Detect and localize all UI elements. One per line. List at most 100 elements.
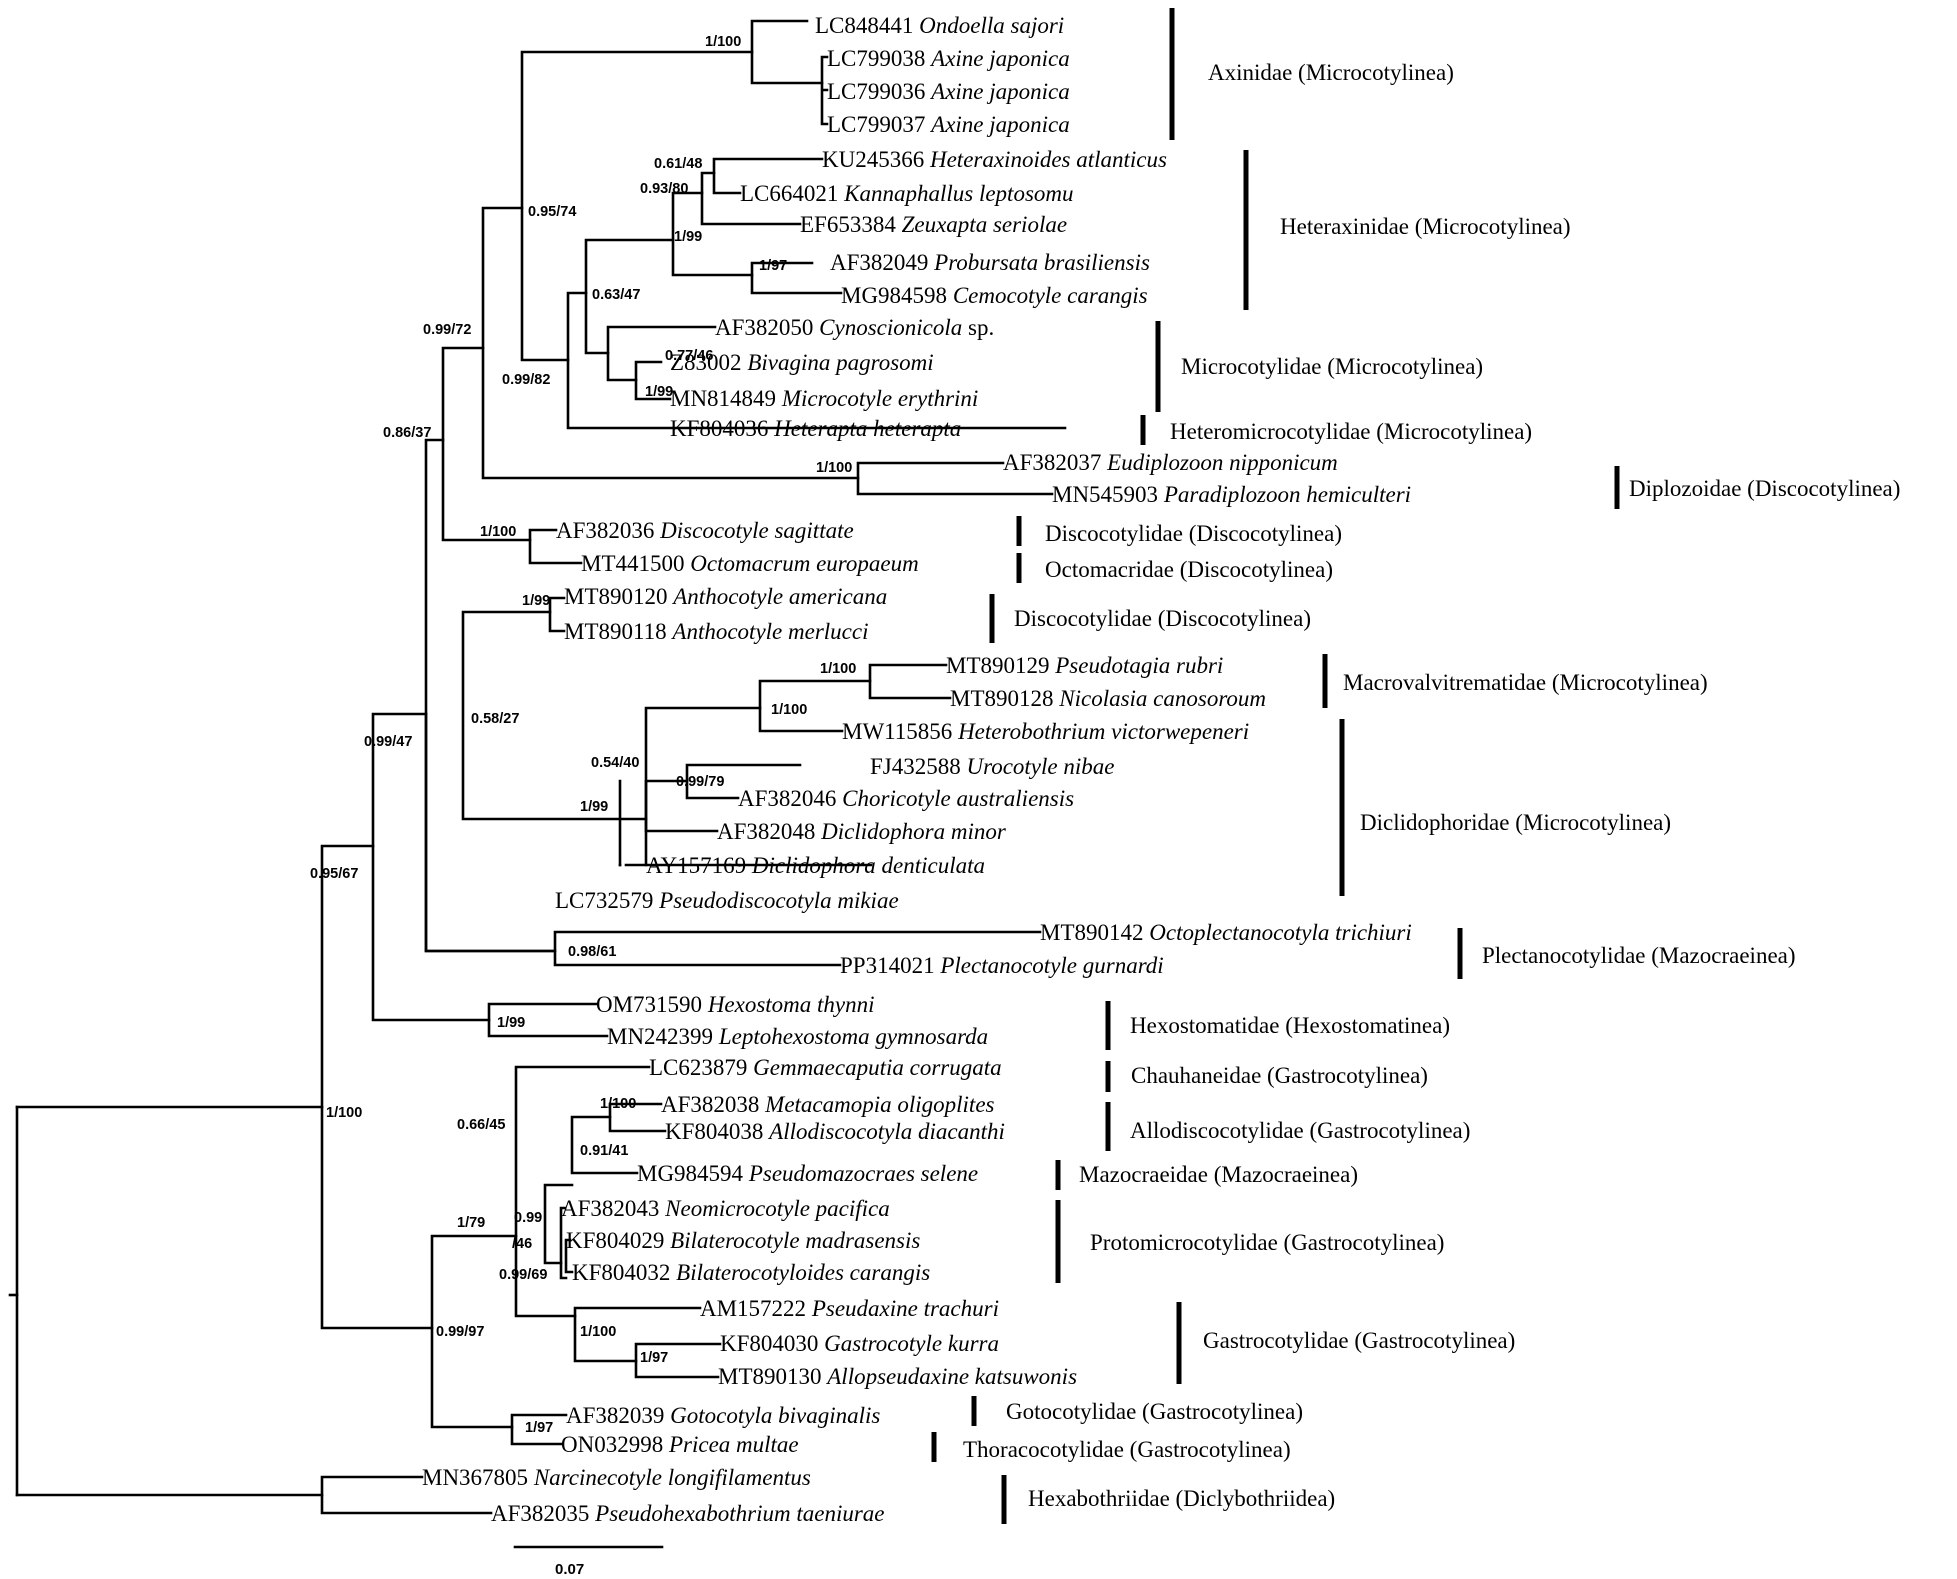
tip-text: AY157169 Diclidophora denticulata [646, 853, 985, 878]
tip-text: KF804038 Allodiscocotyla diacanthi [665, 1119, 1005, 1144]
tip-label: AF382043 Neomicrocotyle pacifica [561, 1196, 890, 1221]
node-support-label: 0.54/40 [591, 755, 639, 771]
tip-text: ON032998 Pricea multae [561, 1432, 799, 1457]
family-label: Hexabothriidae (Diclybothriidea) [1028, 1486, 1335, 1511]
node-support-label: 0.95/74 [528, 204, 576, 220]
tip-text: AF382049 Probursata brasiliensis [830, 250, 1150, 275]
species-name: Allopseudaxine katsuwonis [825, 1364, 1077, 1389]
tip-label: LC623879 Gemmaecaputia corrugata [649, 1055, 1002, 1080]
tip-label: AY157169 Diclidophora denticulata [646, 853, 985, 878]
tip-text: KU245366 Heteraxinoides atlanticus [822, 147, 1167, 172]
species-name: Hexostoma thynni [707, 992, 875, 1017]
tip-text: AF382050 Cynoscionicola sp. [715, 315, 994, 340]
tip-text: KF804032 Bilaterocotyloides carangis [572, 1260, 930, 1285]
node-support-label: 0.99/97 [436, 1324, 484, 1340]
species-name: Paradiplozoon hemiculteri [1163, 482, 1411, 507]
node-support-label: 0.99/72 [423, 322, 471, 338]
tip-text: MG984594 Pseudomazocraes selene [637, 1161, 978, 1186]
species-name: Leptohexostoma gymnosarda [718, 1024, 988, 1049]
family-label: Octomacridae (Discocotylinea) [1045, 557, 1333, 582]
accession-number: KF804038 [665, 1119, 769, 1144]
node-support-label: 0.91/41 [580, 1143, 628, 1159]
tip-text: AF382036 Discocotyle sagittate [556, 518, 854, 543]
family-label: Thoracocotylidae (Gastrocotylinea) [963, 1437, 1291, 1462]
tip-text: PP314021 Plectanocotyle gurnardi [840, 953, 1164, 978]
tip-text: LC799037 Axine japonica [827, 112, 1070, 137]
tip-text: MT890128 Nicolasia canosoroum [950, 686, 1266, 711]
species-name: Probursata brasiliensis [933, 250, 1150, 275]
family-labels: Axinidae (Microcotylinea)Heteraxinidae (… [963, 60, 1900, 1511]
accession-number: AY157169 [646, 853, 752, 878]
tip-text: LC799036 Axine japonica [827, 79, 1070, 104]
family-label: Microcotylidae (Microcotylinea) [1181, 354, 1483, 379]
accession-number: PP314021 [840, 953, 940, 978]
accession-number: AF382048 [717, 819, 821, 844]
node-support-label: 1/97 [759, 258, 787, 274]
family-label: Diplozoidae (Discocotylinea) [1629, 476, 1900, 501]
species-name: Cemocotyle carangis [953, 283, 1148, 308]
tip-text: AF382035 Pseudohexabothrium taeniurae [491, 1501, 885, 1526]
species-name: Octoplectanocotyla trichiuri [1149, 920, 1412, 945]
tip-label: LC799037 Axine japonica [827, 112, 1070, 137]
tip-text: MN367805 Narcinecotyle longifilamentus [422, 1465, 811, 1490]
tip-text: MT890130 Allopseudaxine katsuwonis [718, 1364, 1077, 1389]
tip-text: Z83002 Bivagina pagrosomi [670, 350, 934, 375]
tip-label: MT441500 Octomacrum europaeum [581, 551, 919, 576]
tip-text: AF382046 Choricotyle australiensis [738, 786, 1074, 811]
species-name: Allodiscocotyla diacanthi [767, 1119, 1005, 1144]
family-label: Allodiscocotylidae (Gastrocotylinea) [1130, 1118, 1470, 1143]
accession-number: OM731590 [596, 992, 708, 1017]
accession-number: AF382046 [738, 786, 842, 811]
tree-branches [8, 19, 1067, 1549]
accession-number: MN367805 [422, 1465, 534, 1490]
species-name: Pseudohexabothrium taeniurae [594, 1501, 884, 1526]
node-support-label: 0.77/46 [665, 348, 713, 364]
tip-text: AF382039 Gotocotyla bivaginalis [566, 1403, 880, 1428]
accession-number: LC799037 [827, 112, 931, 137]
tip-label: MT890120 Anthocotyle americana [564, 584, 887, 609]
species-name: Anthocotyle merlucci [670, 619, 868, 644]
tip-text: AF382048 Diclidophora minor [717, 819, 1007, 844]
tip-text: LC799038 Axine japonica [827, 46, 1070, 71]
species-name: Anthocotyle americana [671, 584, 887, 609]
tip-label: AF382049 Probursata brasiliensis [830, 250, 1150, 275]
accession-number: LC799036 [827, 79, 931, 104]
accession-number: AF382038 [661, 1092, 765, 1117]
species-name: Diclidophora minor [820, 819, 1007, 844]
tip-text: LC848441 Ondoella sajori [815, 13, 1064, 38]
tip-label: KU245366 Heteraxinoides atlanticus [822, 147, 1167, 172]
accession-number: AF382043 [561, 1196, 665, 1221]
tip-label: MT890142 Octoplectanocotyla trichiuri [1040, 920, 1412, 945]
node-support-label: 1/100 [771, 702, 807, 718]
tip-text: MN242399 Leptohexostoma gymnosarda [607, 1024, 988, 1049]
accession-number: AM157222 [700, 1296, 812, 1321]
tip-text: KF804030 Gastrocotyle kurra [720, 1331, 999, 1356]
species-name: Cynoscionicola [819, 315, 962, 340]
accession-number: AF382049 [830, 250, 934, 275]
accession-number: MT890120 [564, 584, 673, 609]
tip-label: MN814849 Microcotyle erythrini [670, 386, 978, 411]
species-name: Gastrocotyle kurra [824, 1331, 999, 1356]
tip-label: FJ432588 Urocotyle nibae [870, 754, 1114, 779]
accession-number: KF804029 [566, 1228, 670, 1253]
tip-label: AF382039 Gotocotyla bivaginalis [566, 1403, 880, 1428]
node-support-label: 0.66/45 [457, 1117, 505, 1133]
node-support-label: 1/100 [816, 460, 852, 476]
family-label: Chauhaneidae (Gastrocotylinea) [1131, 1063, 1428, 1088]
tip-text: LC623879 Gemmaecaputia corrugata [649, 1055, 1002, 1080]
tip-label: KF804038 Allodiscocotyla diacanthi [665, 1119, 1005, 1144]
accession-number: MW115856 [842, 719, 958, 744]
node-support-label: 0.93/80 [640, 181, 688, 197]
family-label: Heteraxinidae (Microcotylinea) [1280, 214, 1571, 239]
tip-label: AF382048 Diclidophora minor [717, 819, 1007, 844]
accession-number: AF382035 [491, 1501, 595, 1526]
species-name: Plectanocotyle gurnardi [939, 953, 1163, 978]
accession-number: KF804036 [670, 416, 774, 441]
node-support-label: 1/99 [497, 1015, 525, 1031]
tip-label: MN367805 Narcinecotyle longifilamentus [422, 1465, 811, 1490]
accession-number: AF382050 [715, 315, 819, 340]
accession-number: LC664021 [740, 181, 844, 206]
accession-number: MT441500 [581, 551, 690, 576]
tip-label: MG984594 Pseudomazocraes selene [637, 1161, 978, 1186]
